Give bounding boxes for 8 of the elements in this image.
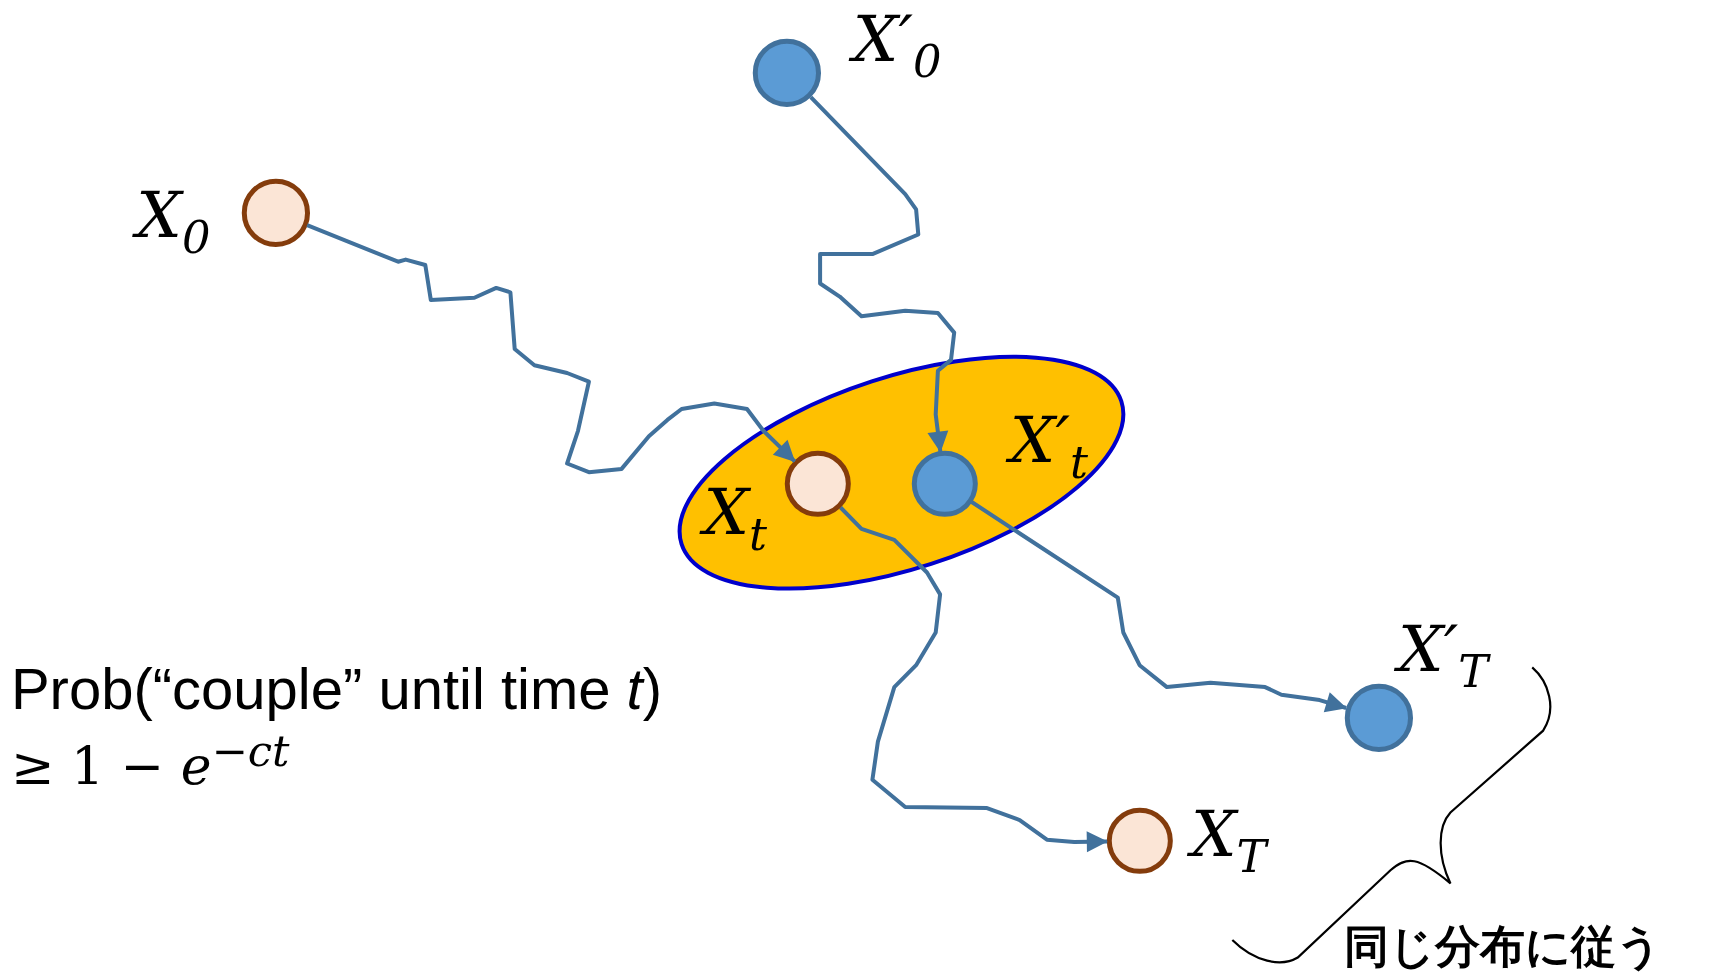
bound-formula: ≥ 1 − e$^{−ct}$ — [10, 728, 290, 796]
state-circle — [752, 38, 823, 108]
annotation-text: 同じ分布に従う — [1343, 921, 1662, 971]
state-circle — [1343, 682, 1414, 753]
probability-text: Prob(“couple” until time t) — [10, 656, 663, 721]
state-circle — [241, 177, 311, 248]
state-circle — [1105, 807, 1174, 875]
coupling-ellipse — [679, 355, 1125, 589]
